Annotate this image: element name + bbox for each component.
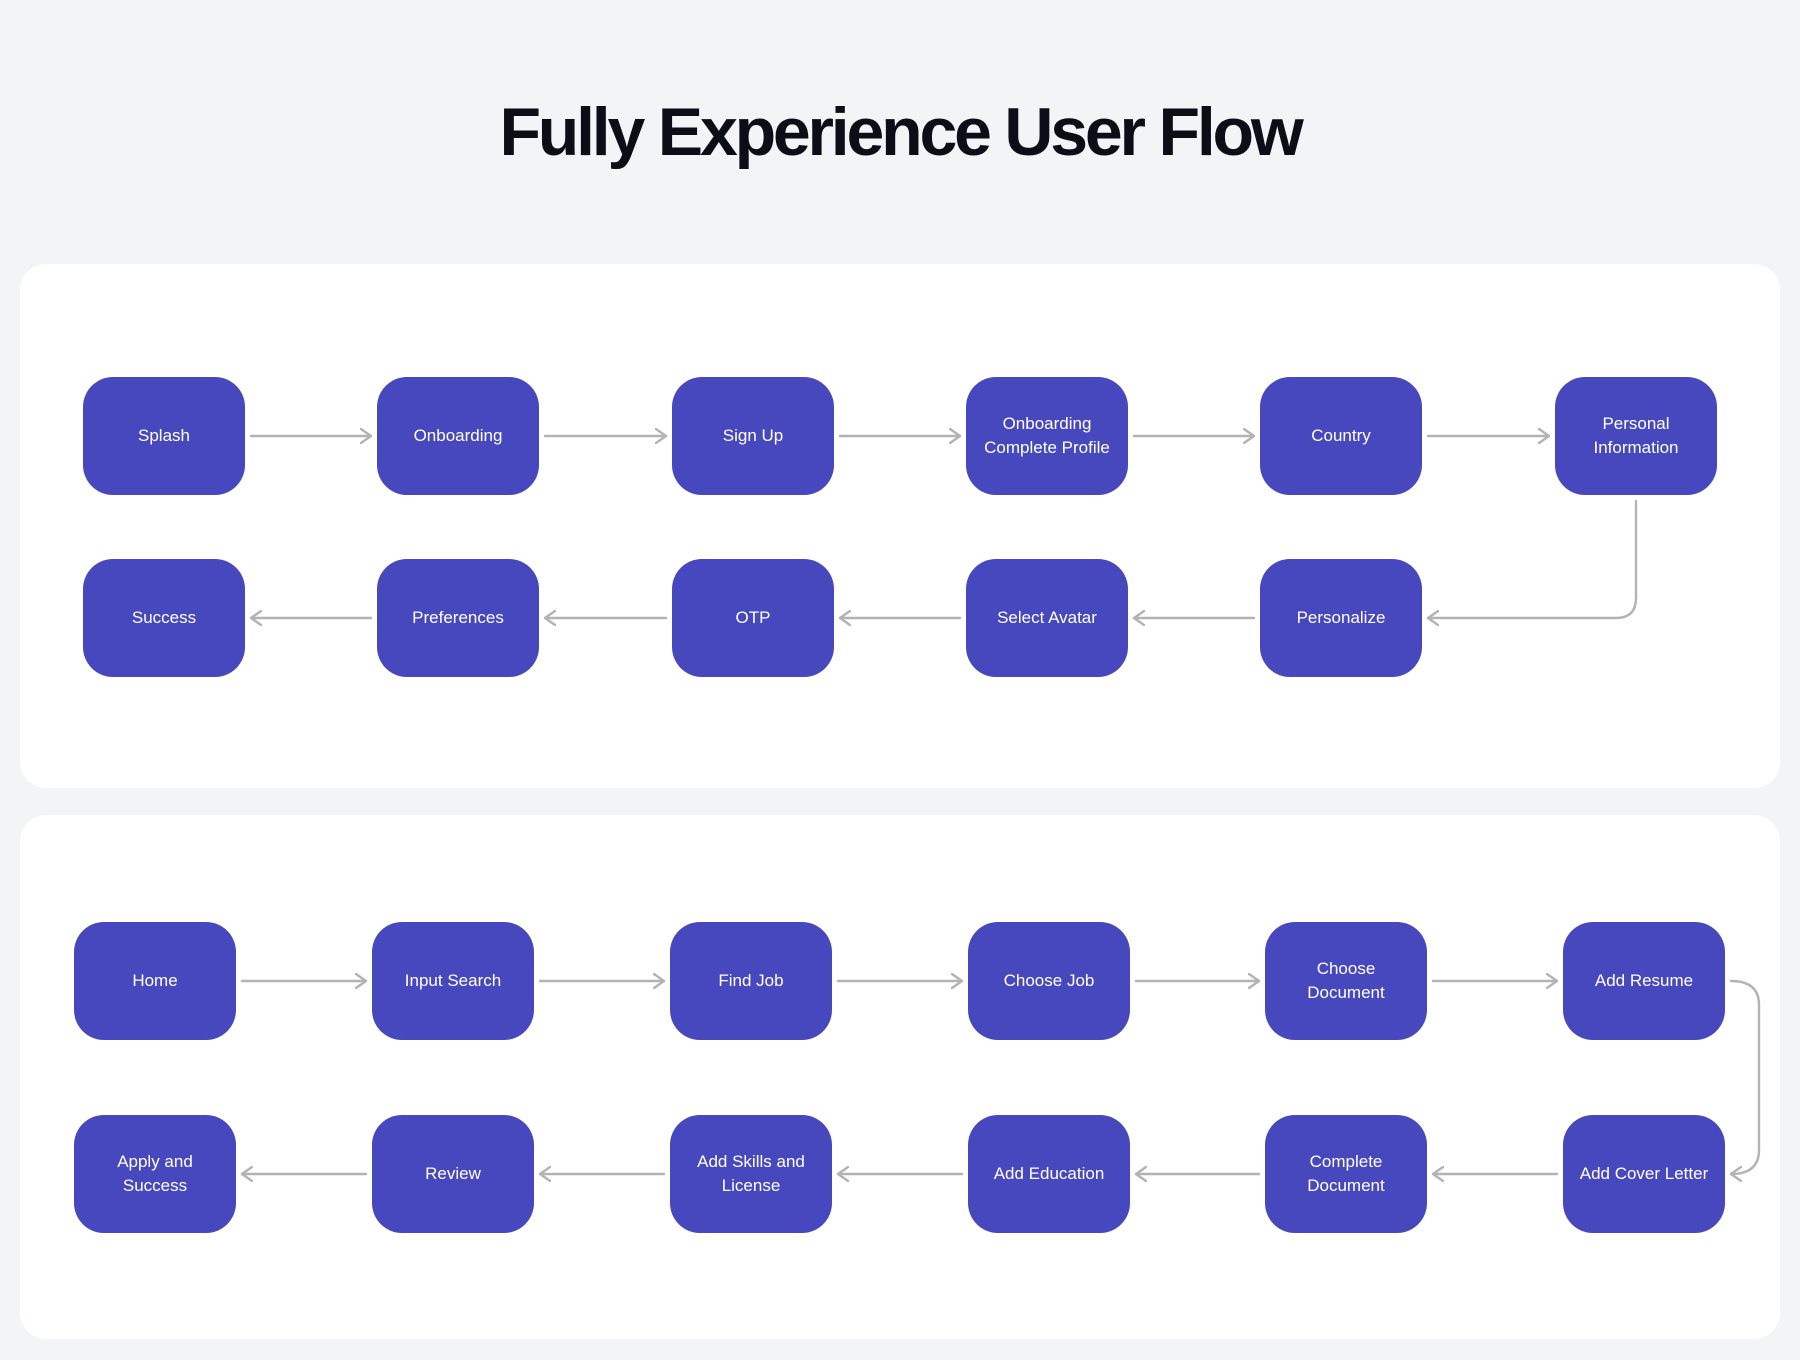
node-label: OTP — [735, 608, 771, 627]
flow-node-add-cover-letter: Add Cover Letter — [1563, 1115, 1725, 1233]
flow-node-sign-up: Sign Up — [672, 377, 834, 495]
flow-node-choose-job: Choose Job — [968, 922, 1130, 1040]
flow-node-otp: OTP — [672, 559, 834, 677]
node-label: Home — [132, 971, 178, 990]
flow-node-select-avatar: Select Avatar — [966, 559, 1128, 677]
flow-panel-job-application — [20, 815, 1780, 1339]
node-label: Apply and Success — [117, 1152, 193, 1195]
node-label: Success — [131, 608, 197, 627]
flow-node-preferences: Preferences — [377, 559, 539, 677]
flow-node-onboarding: Onboarding — [377, 377, 539, 495]
flow-node-home: Home — [74, 922, 236, 1040]
flow-node-personal-information: Personal Information — [1555, 377, 1717, 495]
node-label: Input Search — [404, 971, 502, 990]
node-label: Preferences — [412, 608, 504, 627]
node-label: Personal Information — [1593, 414, 1679, 457]
node-label: Choose Document — [1307, 959, 1385, 1002]
flow-node-find-job: Find Job — [670, 922, 832, 1040]
flow-node-add-resume: Add Resume — [1563, 922, 1725, 1040]
node-label: Review — [425, 1164, 481, 1183]
flow-node-review: Review — [372, 1115, 534, 1233]
flow-node-choose-document: Choose Document — [1265, 922, 1427, 1040]
flow-node-add-education: Add Education — [968, 1115, 1130, 1233]
flow-node-onboarding-complete-profile: Onboarding Complete Profile — [966, 377, 1128, 495]
flow-node-personalize: Personalize — [1260, 559, 1422, 677]
node-label: Complete Document — [1307, 1152, 1385, 1195]
node-label: Splash — [138, 426, 190, 445]
flow-node-splash: Splash — [83, 377, 245, 495]
node-label: Country — [1311, 426, 1371, 445]
node-label: Add Resume — [1594, 971, 1694, 990]
node-label: Personalize — [1296, 608, 1386, 627]
flow-node-add-skills-and-license: Add Skills and License — [670, 1115, 832, 1233]
node-label: Select Avatar — [997, 608, 1097, 627]
flow-node-apply-and-success: Apply and Success — [74, 1115, 236, 1233]
flow-node-complete-document: Complete Document — [1265, 1115, 1427, 1233]
node-label: Add Cover Letter — [1579, 1164, 1709, 1183]
flow-node-country: Country — [1260, 377, 1422, 495]
flow-panel-onboarding — [20, 264, 1780, 788]
flow-node-success: Success — [83, 559, 245, 677]
flow-node-input-search: Input Search — [372, 922, 534, 1040]
node-label: Find Job — [718, 971, 784, 990]
node-label: Add Skills and License — [697, 1152, 805, 1195]
node-label: Sign Up — [722, 426, 784, 445]
node-label: Choose Job — [1003, 971, 1095, 990]
node-label: Onboarding — [413, 426, 503, 445]
page-title: Fully Experience User Flow — [499, 94, 1303, 170]
node-label: Onboarding Complete Profile — [984, 414, 1110, 457]
node-label: Add Education — [993, 1164, 1105, 1183]
